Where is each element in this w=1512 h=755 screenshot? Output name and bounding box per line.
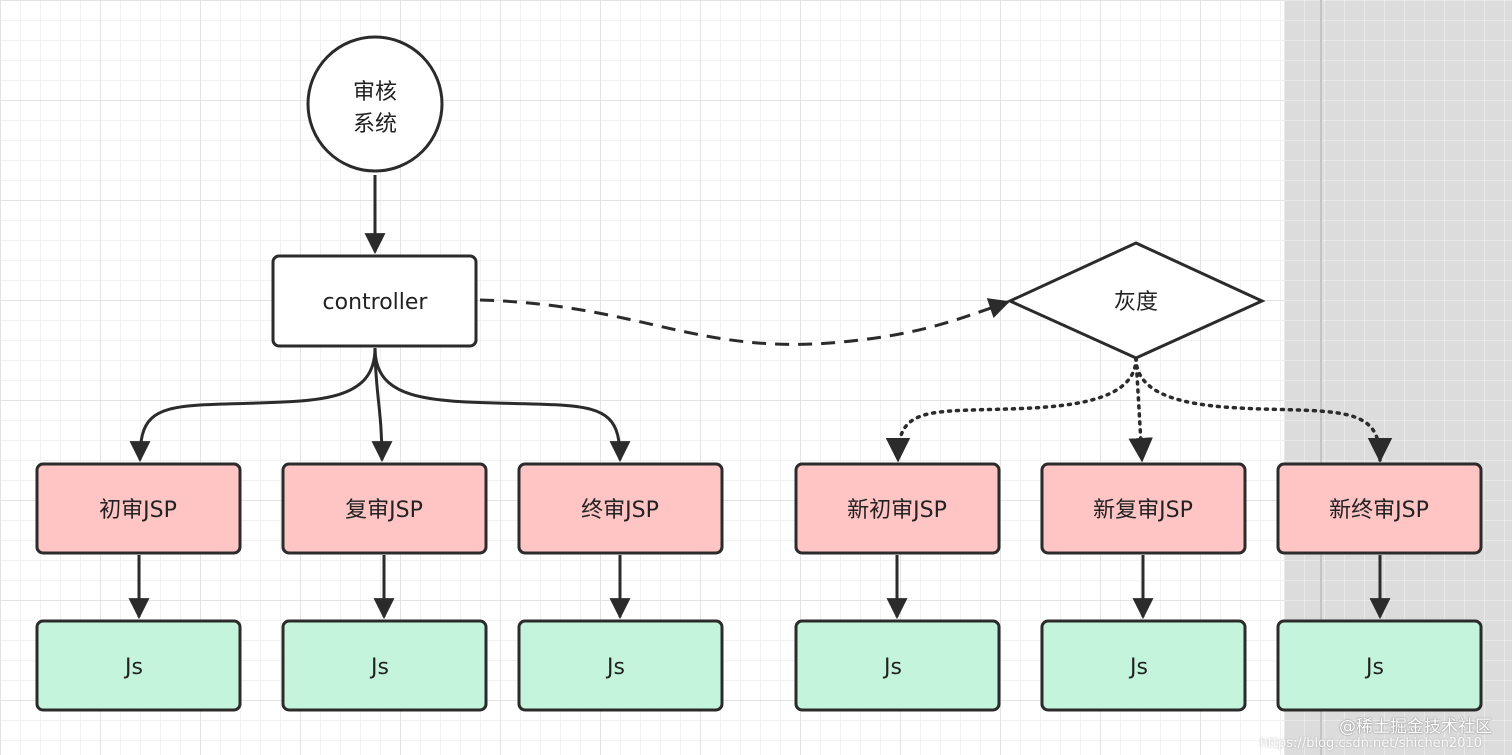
gray-decision-node[interactable]: 灰度 — [1006, 241, 1266, 360]
gray-label: 灰度 — [1114, 290, 1158, 315]
jsp-label-new-chushen: 新初审JSP — [847, 498, 947, 523]
controller-label: controller — [323, 290, 429, 315]
jsp-label-new-zhongshen: 新终审JSP — [1329, 498, 1429, 523]
start-label-line1: 审核 — [353, 80, 397, 105]
js-label-new-zhongshen: Js — [1364, 655, 1384, 680]
jsp-box-new-fushen[interactable]: 新复审JSP — [1040, 462, 1247, 555]
jsp-label-fushen: 复审JSP — [345, 498, 423, 523]
js-label-new-fushen: Js — [1128, 655, 1148, 680]
watermark: @稀土掘金技术社区 — [1339, 717, 1492, 737]
edges — [128, 175, 1393, 620]
js-label-zhongshen: Js — [605, 655, 625, 680]
pane-divider — [1320, 0, 1322, 755]
start-node[interactable]: 审核 系统 — [306, 35, 444, 173]
jsp-box-chushen[interactable]: 初审JSP — [35, 462, 242, 555]
controller-node[interactable]: controller — [271, 254, 478, 348]
js-box-new-fushen[interactable]: Js — [1040, 619, 1247, 712]
js-label-fushen: Js — [369, 655, 389, 680]
jsp-label-chushen: 初审JSP — [99, 498, 177, 523]
edge-gray-new-fushen — [1128, 356, 1153, 463]
jsp-box-fushen[interactable]: 复审JSP — [281, 462, 488, 555]
jsp-box-new-chushen[interactable]: 新初审JSP — [794, 462, 1001, 555]
start-label-line2: 系统 — [353, 112, 397, 137]
js-box-zhongshen[interactable]: Js — [517, 619, 724, 712]
edge-controller-zhongshen — [373, 347, 631, 463]
jsp-label-new-fushen: 新复审JSP — [1093, 498, 1193, 523]
edge-gray-new-chushen — [885, 356, 1138, 463]
js-box-new-zhongshen[interactable]: Js — [1276, 619, 1483, 712]
edge-controller-gray — [479, 298, 1010, 346]
jsp-label-zhongshen: 终审JSP — [581, 498, 659, 523]
jsp-box-new-zhongshen[interactable]: 新终审JSP — [1276, 462, 1483, 555]
jsp-box-zhongshen[interactable]: 终审JSP — [517, 462, 724, 555]
js-box-new-chushen[interactable]: Js — [794, 619, 1001, 712]
edge-gray-new-zhongshen — [1134, 356, 1393, 463]
edge-controller-chushen — [129, 347, 377, 463]
js-label-chushen: Js — [123, 655, 143, 680]
js-box-chushen[interactable]: Js — [35, 619, 242, 712]
watermark-url: https://blog.csdn.net/shichen2010 — [1259, 736, 1482, 751]
js-label-new-chushen: Js — [882, 655, 902, 680]
js-box-fushen[interactable]: Js — [281, 619, 488, 712]
